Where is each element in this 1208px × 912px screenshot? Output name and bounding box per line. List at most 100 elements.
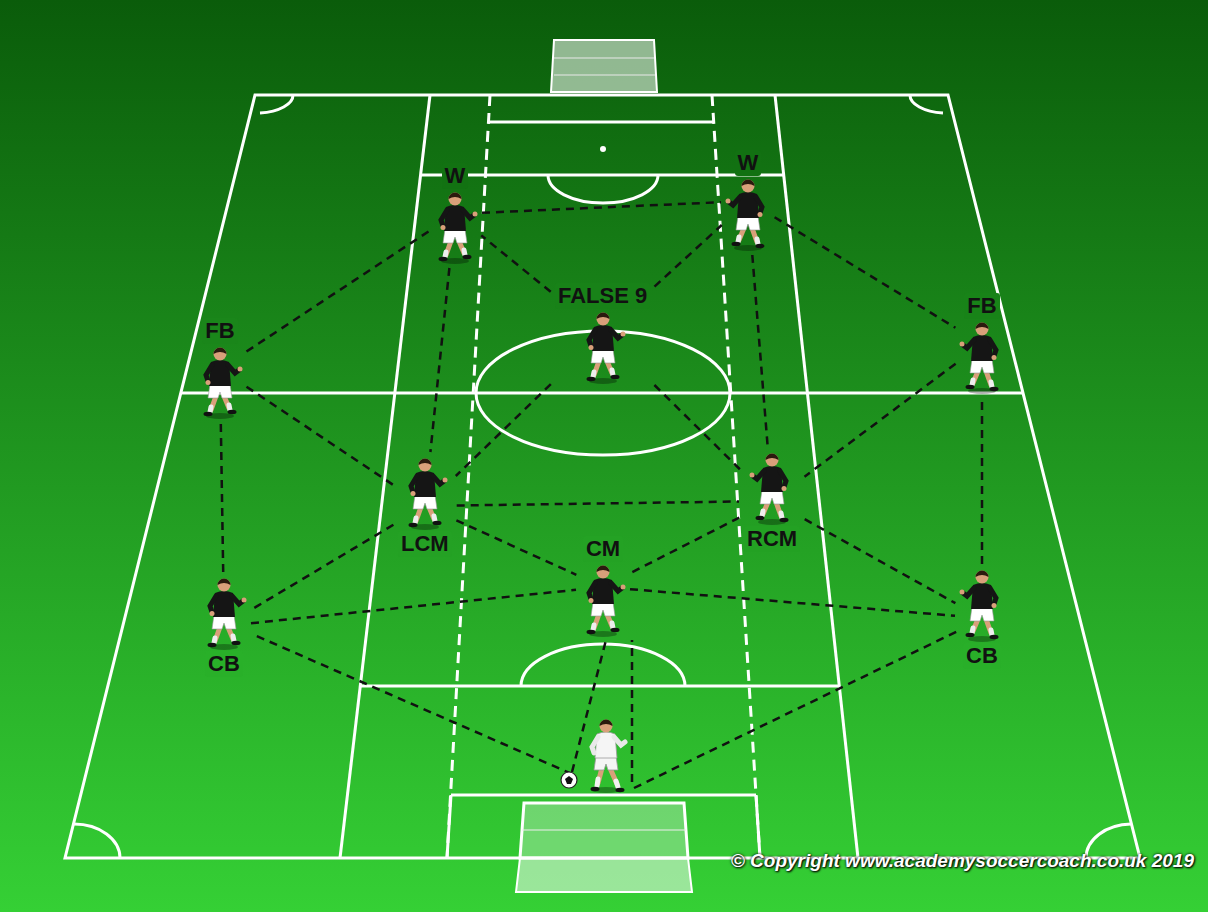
figure-arm (756, 197, 762, 213)
figure-sock (991, 630, 992, 635)
figure-shorts (970, 359, 994, 373)
figure-shorts (736, 216, 760, 230)
player-figure (198, 344, 242, 420)
figure-shorts (413, 495, 437, 509)
goalkeeper-figure (591, 720, 626, 794)
position-label: LCM (398, 531, 452, 557)
figure-arm (611, 583, 622, 591)
top-goal (551, 40, 657, 92)
figure-sock (229, 405, 230, 410)
player-body (204, 348, 243, 420)
position-label: CB (205, 651, 243, 677)
figure-hair (976, 323, 989, 330)
figure-sock (593, 372, 594, 377)
figure-sock (781, 513, 782, 518)
figure-shorts (970, 607, 994, 621)
figure-head (218, 579, 231, 592)
figure-hand (410, 491, 415, 496)
player-figure (581, 309, 625, 385)
figure-sock (434, 516, 435, 521)
player-body (750, 454, 789, 526)
figure-arm (780, 471, 786, 487)
figure-boot (780, 518, 789, 522)
player-body (587, 566, 626, 638)
pass-line (630, 518, 740, 574)
figure-shorts (208, 384, 232, 398)
figure-sock (972, 628, 973, 633)
figure-arm (614, 737, 625, 745)
figure-boot (990, 387, 999, 391)
player-node: CB (958, 567, 1006, 669)
figure-boot (990, 635, 999, 639)
pass-line (247, 387, 394, 485)
figure-boot (228, 410, 237, 414)
figure-boot (232, 641, 241, 645)
figure-arm (729, 197, 740, 205)
figure-sock (616, 781, 618, 787)
figure-boot (756, 516, 765, 520)
pass-line (630, 589, 955, 616)
pass-line (654, 385, 740, 469)
figure-hair (742, 180, 755, 187)
figure-sock (415, 518, 416, 523)
figure-boot (463, 255, 472, 259)
figure-arm (433, 476, 444, 484)
figure-head (742, 180, 755, 193)
figure-arm (963, 588, 974, 596)
position-label: RCM (744, 526, 800, 552)
figure-boot (610, 375, 619, 379)
player-body (208, 579, 247, 651)
player-figure (202, 575, 246, 651)
copyright-watermark: © Copyright www.academysoccercoach.co.uk… (731, 850, 1194, 872)
pass-line (251, 590, 576, 623)
figure-hair (418, 459, 431, 466)
player-figure (960, 319, 1004, 395)
figure-sock (612, 370, 613, 375)
player-body (960, 323, 999, 395)
figure-arm (411, 476, 417, 492)
figure-arm (611, 330, 622, 338)
figure-boot (756, 244, 765, 248)
figure-hand (242, 598, 247, 603)
player-body (439, 193, 478, 265)
position-label: FB (964, 293, 999, 319)
figure-arm (990, 340, 996, 356)
figure-arm (441, 210, 447, 226)
position-label: W (442, 163, 469, 189)
position-label: CM (583, 536, 623, 562)
figure-hand (758, 212, 763, 217)
figure-head (976, 323, 989, 336)
pass-line (457, 502, 739, 506)
figure-hair (597, 566, 610, 573)
pass-line (481, 235, 550, 291)
figure-arm (589, 583, 595, 599)
figure-shorts (443, 229, 467, 243)
goal-net-line (554, 75, 655, 76)
figure-hand (750, 473, 755, 478)
pass-line (752, 255, 767, 447)
pass-line (631, 640, 634, 782)
channel-line (775, 95, 858, 858)
player-body (726, 180, 765, 252)
goal-frame (520, 803, 688, 858)
penalty-box-line (360, 685, 839, 688)
pass-line (775, 217, 956, 328)
figure-sock (972, 380, 973, 385)
pass-line (634, 630, 960, 788)
figure-sock (233, 636, 234, 641)
channel-line (340, 95, 430, 858)
goal-net (516, 858, 692, 892)
pitch-markings (65, 95, 1140, 858)
position-label: W (735, 150, 762, 176)
figure-head (449, 193, 462, 206)
figure-hair (596, 313, 609, 320)
figure-hand (782, 486, 787, 491)
player-node: CM (579, 536, 627, 638)
figure-shorts (591, 602, 615, 616)
figure-sock (762, 511, 763, 516)
figure-head (766, 454, 779, 467)
football (561, 772, 577, 788)
figure-shorts (212, 615, 236, 629)
